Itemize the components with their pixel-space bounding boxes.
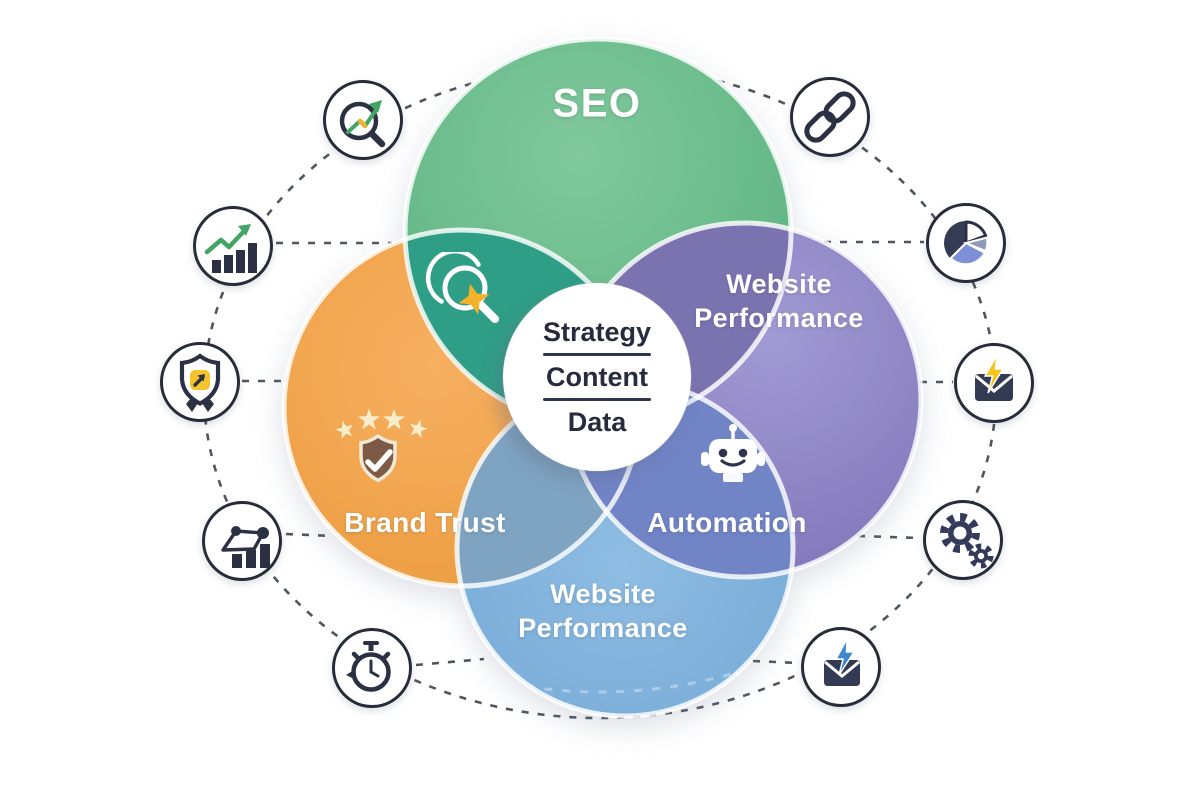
email-send-icon: [801, 627, 881, 707]
pie-chart-icon: [926, 203, 1006, 283]
core-item-data: Data: [567, 407, 627, 437]
link-icon: [790, 77, 870, 157]
badge-shield-icon: [160, 342, 240, 422]
search-cursor-icon: [425, 248, 510, 342]
rating-stars-shield-icon: [312, 400, 442, 525]
circle-label-seo: SEO: [552, 81, 642, 126]
core-divider: [543, 353, 651, 356]
network-chart-icon: [202, 501, 282, 581]
circle-label-website-performance-bottom: Website Performance: [518, 579, 688, 643]
overlap-label-automation: Automation: [647, 507, 807, 538]
growth-chart-icon: [193, 206, 273, 286]
core-item-content: Content: [546, 362, 648, 392]
core-divider: [543, 398, 651, 401]
core-item-strategy: Strategy: [542, 317, 652, 347]
robot-icon: [693, 420, 773, 505]
core-circle: Strategy Content Data: [503, 283, 691, 471]
gears-icon: [923, 500, 1003, 580]
circle-label-website-performance-right: Website Performance: [694, 269, 864, 333]
stopwatch-icon: [332, 628, 412, 708]
email-lightning-icon: [954, 343, 1034, 423]
search-analytics-icon: [323, 80, 403, 160]
circle-label-brand-trust: Brand Trust: [344, 507, 506, 538]
